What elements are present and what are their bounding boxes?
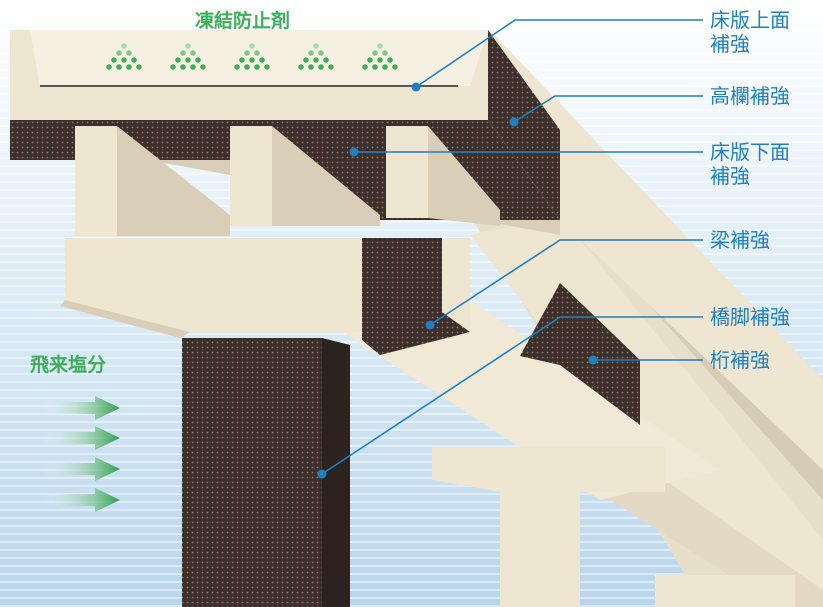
callout-railing-line1: 高欄補強 — [710, 84, 790, 108]
leader-lines — [321, 19, 703, 475]
leader-dots — [317, 82, 598, 479]
callout-railing: 高欄補強 — [710, 84, 790, 108]
de-icing-agent-label: 凍結防止剤 — [195, 10, 291, 32]
salt-pile-icon — [106, 43, 398, 70]
callout-deck-bottom-line2: 補強 — [710, 164, 750, 188]
callout-girder-line1: 桁補強 — [710, 348, 770, 372]
callout-girder: 桁補強 — [710, 348, 770, 372]
second-pier — [432, 447, 795, 607]
airborne-salt-label: 飛来塩分 — [30, 354, 107, 376]
beam-mesh — [362, 238, 470, 355]
callout-deck-top-line1: 床版上面 — [710, 8, 790, 32]
callout-deck-top-line2: 補強 — [710, 32, 750, 56]
deck-top — [10, 30, 490, 120]
callout-pier-line1: 橋脚補強 — [710, 305, 790, 329]
girder-webs — [75, 126, 500, 236]
pier-mesh — [182, 338, 322, 607]
callout-deck-bottom-line1: 床版下面 — [710, 140, 790, 164]
callout-deck-bottom: 床版下面 補強 — [710, 140, 790, 188]
callout-beam-line1: 梁補強 — [710, 228, 770, 252]
callout-deck-top: 床版上面 補強 — [710, 8, 790, 56]
railing-mesh — [488, 30, 560, 220]
girder-mesh — [520, 283, 640, 425]
wind-arrow-icon — [40, 396, 120, 512]
callout-pier: 橋脚補強 — [710, 305, 790, 329]
callout-beam: 梁補強 — [710, 228, 770, 252]
